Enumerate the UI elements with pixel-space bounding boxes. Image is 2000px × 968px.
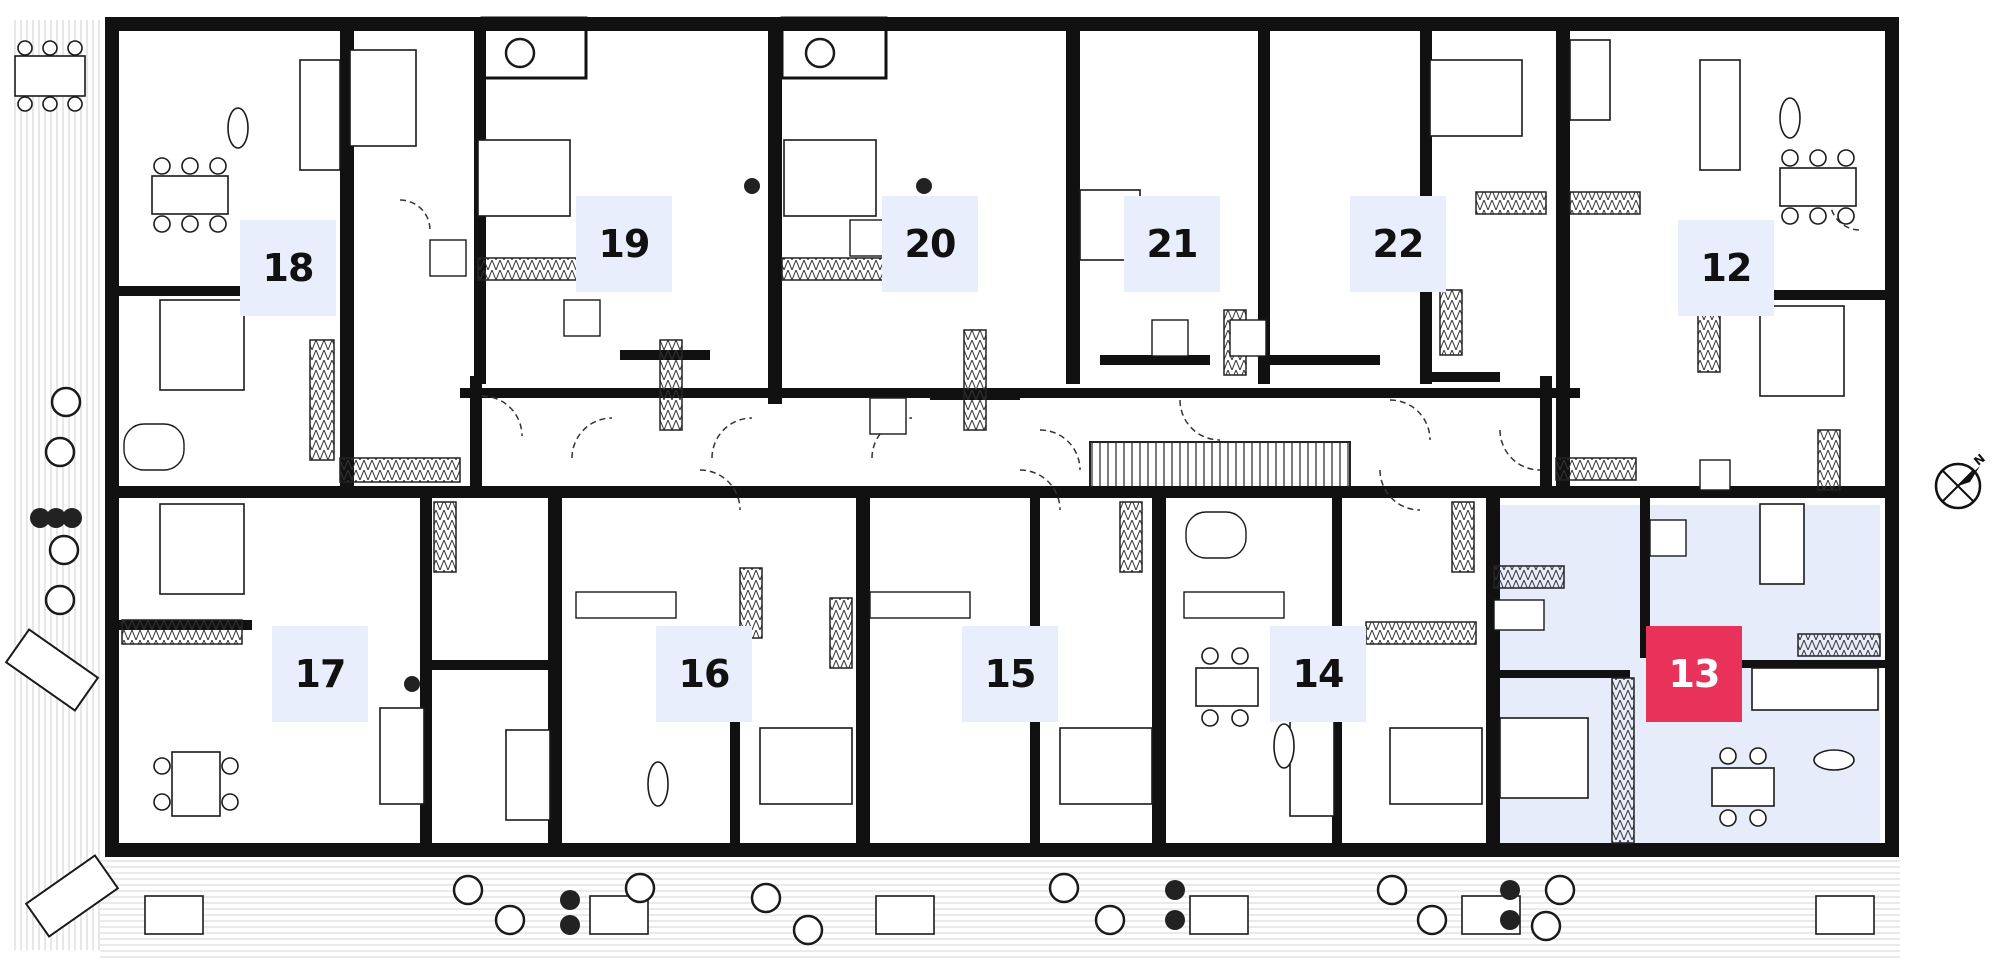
apartment-badge-14[interactable]: 14 — [1270, 626, 1366, 722]
terrace-chairs — [44, 37, 1576, 946]
apartment-badge-21[interactable]: 21 — [1124, 196, 1220, 292]
terrace-west — [10, 20, 102, 950]
compass-icon: N — [1934, 452, 1988, 510]
bathroom-fixtures — [123, 219, 1731, 631]
apartment-badge-15[interactable]: 15 — [962, 626, 1058, 722]
apartment-badge-18[interactable]: 18 — [240, 220, 336, 316]
compass-north-label: N — [1971, 452, 1988, 468]
plants — [30, 178, 1520, 935]
apartment-badge-22[interactable]: 22 — [1350, 196, 1446, 292]
outer-walls — [105, 17, 1899, 857]
furniture-sofas — [227, 59, 1879, 817]
apartment-badge-12[interactable]: 12 — [1678, 220, 1774, 316]
terrace-south — [100, 860, 1900, 960]
apartment-badge-17[interactable]: 17 — [272, 626, 368, 722]
apartment-badge-19[interactable]: 19 — [576, 196, 672, 292]
furniture-beds — [159, 39, 1845, 821]
apartment-badge-16[interactable]: 16 — [656, 626, 752, 722]
terrace-loungers — [4, 628, 120, 938]
service-strips — [121, 191, 1881, 844]
apartment-badge-13-selected[interactable]: 13 — [1646, 626, 1742, 722]
staircase — [1089, 441, 1351, 495]
furniture-tables — [14, 40, 1875, 935]
apartment-badge-20[interactable]: 20 — [882, 196, 978, 292]
